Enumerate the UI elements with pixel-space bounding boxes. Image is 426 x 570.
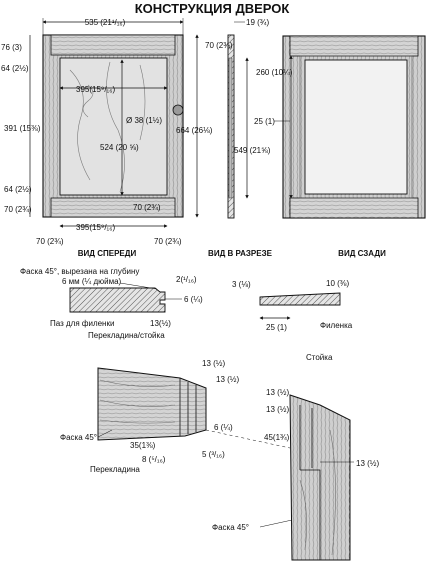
dim-13e: 13 (½) xyxy=(266,405,289,414)
dim-left-64-bot: 64 (2½) xyxy=(4,185,32,194)
note-chamfer-2: 6 мм (¼ дюйма) xyxy=(62,277,122,286)
front-top-rail xyxy=(50,34,176,56)
diagram-title: КОНСТРУКЦИЯ ДВЕРОК xyxy=(135,1,290,16)
dim-10: 10 (⅜) xyxy=(326,279,349,288)
knob-icon xyxy=(172,104,184,116)
dim-knob: Ø 38 (1½) xyxy=(126,116,162,125)
note-rail-stile: Перекладина/стойка xyxy=(88,331,165,340)
joint-drawing: Стойка 13 (½) 13 (½) 13 (½) 13 (½) 45(1¾… xyxy=(60,353,379,561)
dim-6b: 6 (¼) xyxy=(214,423,233,432)
label-chamfer-left: Фаска 45° xyxy=(60,433,97,442)
dim-bottom-70-left: 70 (2¾) xyxy=(36,237,64,246)
dim-2: 2(¹/₁₆) xyxy=(176,275,197,284)
front-bottom-rail xyxy=(50,197,176,218)
dim-45: 45(1¾) xyxy=(264,433,290,442)
dim-bottom-70-inner: 70 (2¾) xyxy=(133,203,161,212)
dim-back-260: 260 (10¼) xyxy=(256,68,293,77)
dim-13f: 13 (½) xyxy=(356,459,379,468)
dim-panel-height: 524 (20 ⅝) xyxy=(100,143,139,152)
dim-section-70: 70 (2¾) xyxy=(205,41,233,50)
dim-height-664: 664 (26⅛) xyxy=(176,126,213,135)
dim-13d: 13 (½) xyxy=(266,388,289,397)
section-view: 19 (¾) 70 (2¾) 549 (21⅝) ВИД В РАЗРЕЗЕ xyxy=(205,18,273,258)
dim-5: 5 (³/₁₆) xyxy=(202,450,225,459)
dim-top-76: 76 (3) xyxy=(1,43,22,52)
back-view: 260 (10¼) 25 (1) ВИД СЗАДИ xyxy=(254,35,426,258)
profile-detail-left: Фаска 45°, вырезана на глубину 6 мм (¼ д… xyxy=(20,267,203,340)
note-panel: Филенка xyxy=(320,321,353,330)
dim-35: 35(1⅜) xyxy=(130,441,156,450)
dim-6a: 6 (¼) xyxy=(184,295,203,304)
label-rail: Перекладина xyxy=(90,465,140,474)
dim-width-total: 535 (21¹/₁₆) xyxy=(85,18,126,27)
dim-section-549: 549 (21⅝) xyxy=(234,146,271,155)
front-panel xyxy=(59,57,168,196)
label-chamfer-right: Фаска 45° xyxy=(212,523,249,532)
dim-13a: 13(½) xyxy=(150,319,171,328)
label-stile: Стойка xyxy=(306,353,333,362)
dim-13c: 13 (½) xyxy=(216,375,239,384)
label-front-view: ВИД СПЕРЕДИ xyxy=(78,249,137,258)
dim-25b: 25 (1) xyxy=(266,323,287,332)
note-groove: Паз для филенки xyxy=(50,319,114,328)
dim-bottom-70-right: 70 (2¾) xyxy=(154,237,182,246)
label-section-view: ВИД В РАЗРЕЗЕ xyxy=(208,249,273,258)
dim-3: 3 (⅛) xyxy=(232,280,251,289)
dim-back-25: 25 (1) xyxy=(254,117,275,126)
dim-left-70: 70 (2¾) xyxy=(4,205,32,214)
dim-8: 8 (⁵/₁₆) xyxy=(142,455,166,464)
profile-detail-right: 3 (⅛) 10 (⅜) 25 (1) Филенка xyxy=(232,279,353,332)
label-back-view: ВИД СЗАДИ xyxy=(338,249,386,258)
dim-bottom-395: 395(15⁹/₁₆) xyxy=(76,223,115,232)
dim-section-19: 19 (¾) xyxy=(246,18,269,27)
dim-left-64-top: 64 (2½) xyxy=(1,64,29,73)
front-view: 535 (21¹/₁₆) 76 (3) 64 (2½) 391 (15⅜) 64… xyxy=(1,18,213,258)
note-chamfer-1: Фаска 45°, вырезана на глубину xyxy=(20,267,139,276)
dim-13b: 13 (½) xyxy=(202,359,225,368)
back-panel xyxy=(304,59,408,195)
dim-left-391: 391 (15⅜) xyxy=(4,124,41,133)
dim-panel-width: 395(15⁹/₁₆) xyxy=(76,85,115,94)
